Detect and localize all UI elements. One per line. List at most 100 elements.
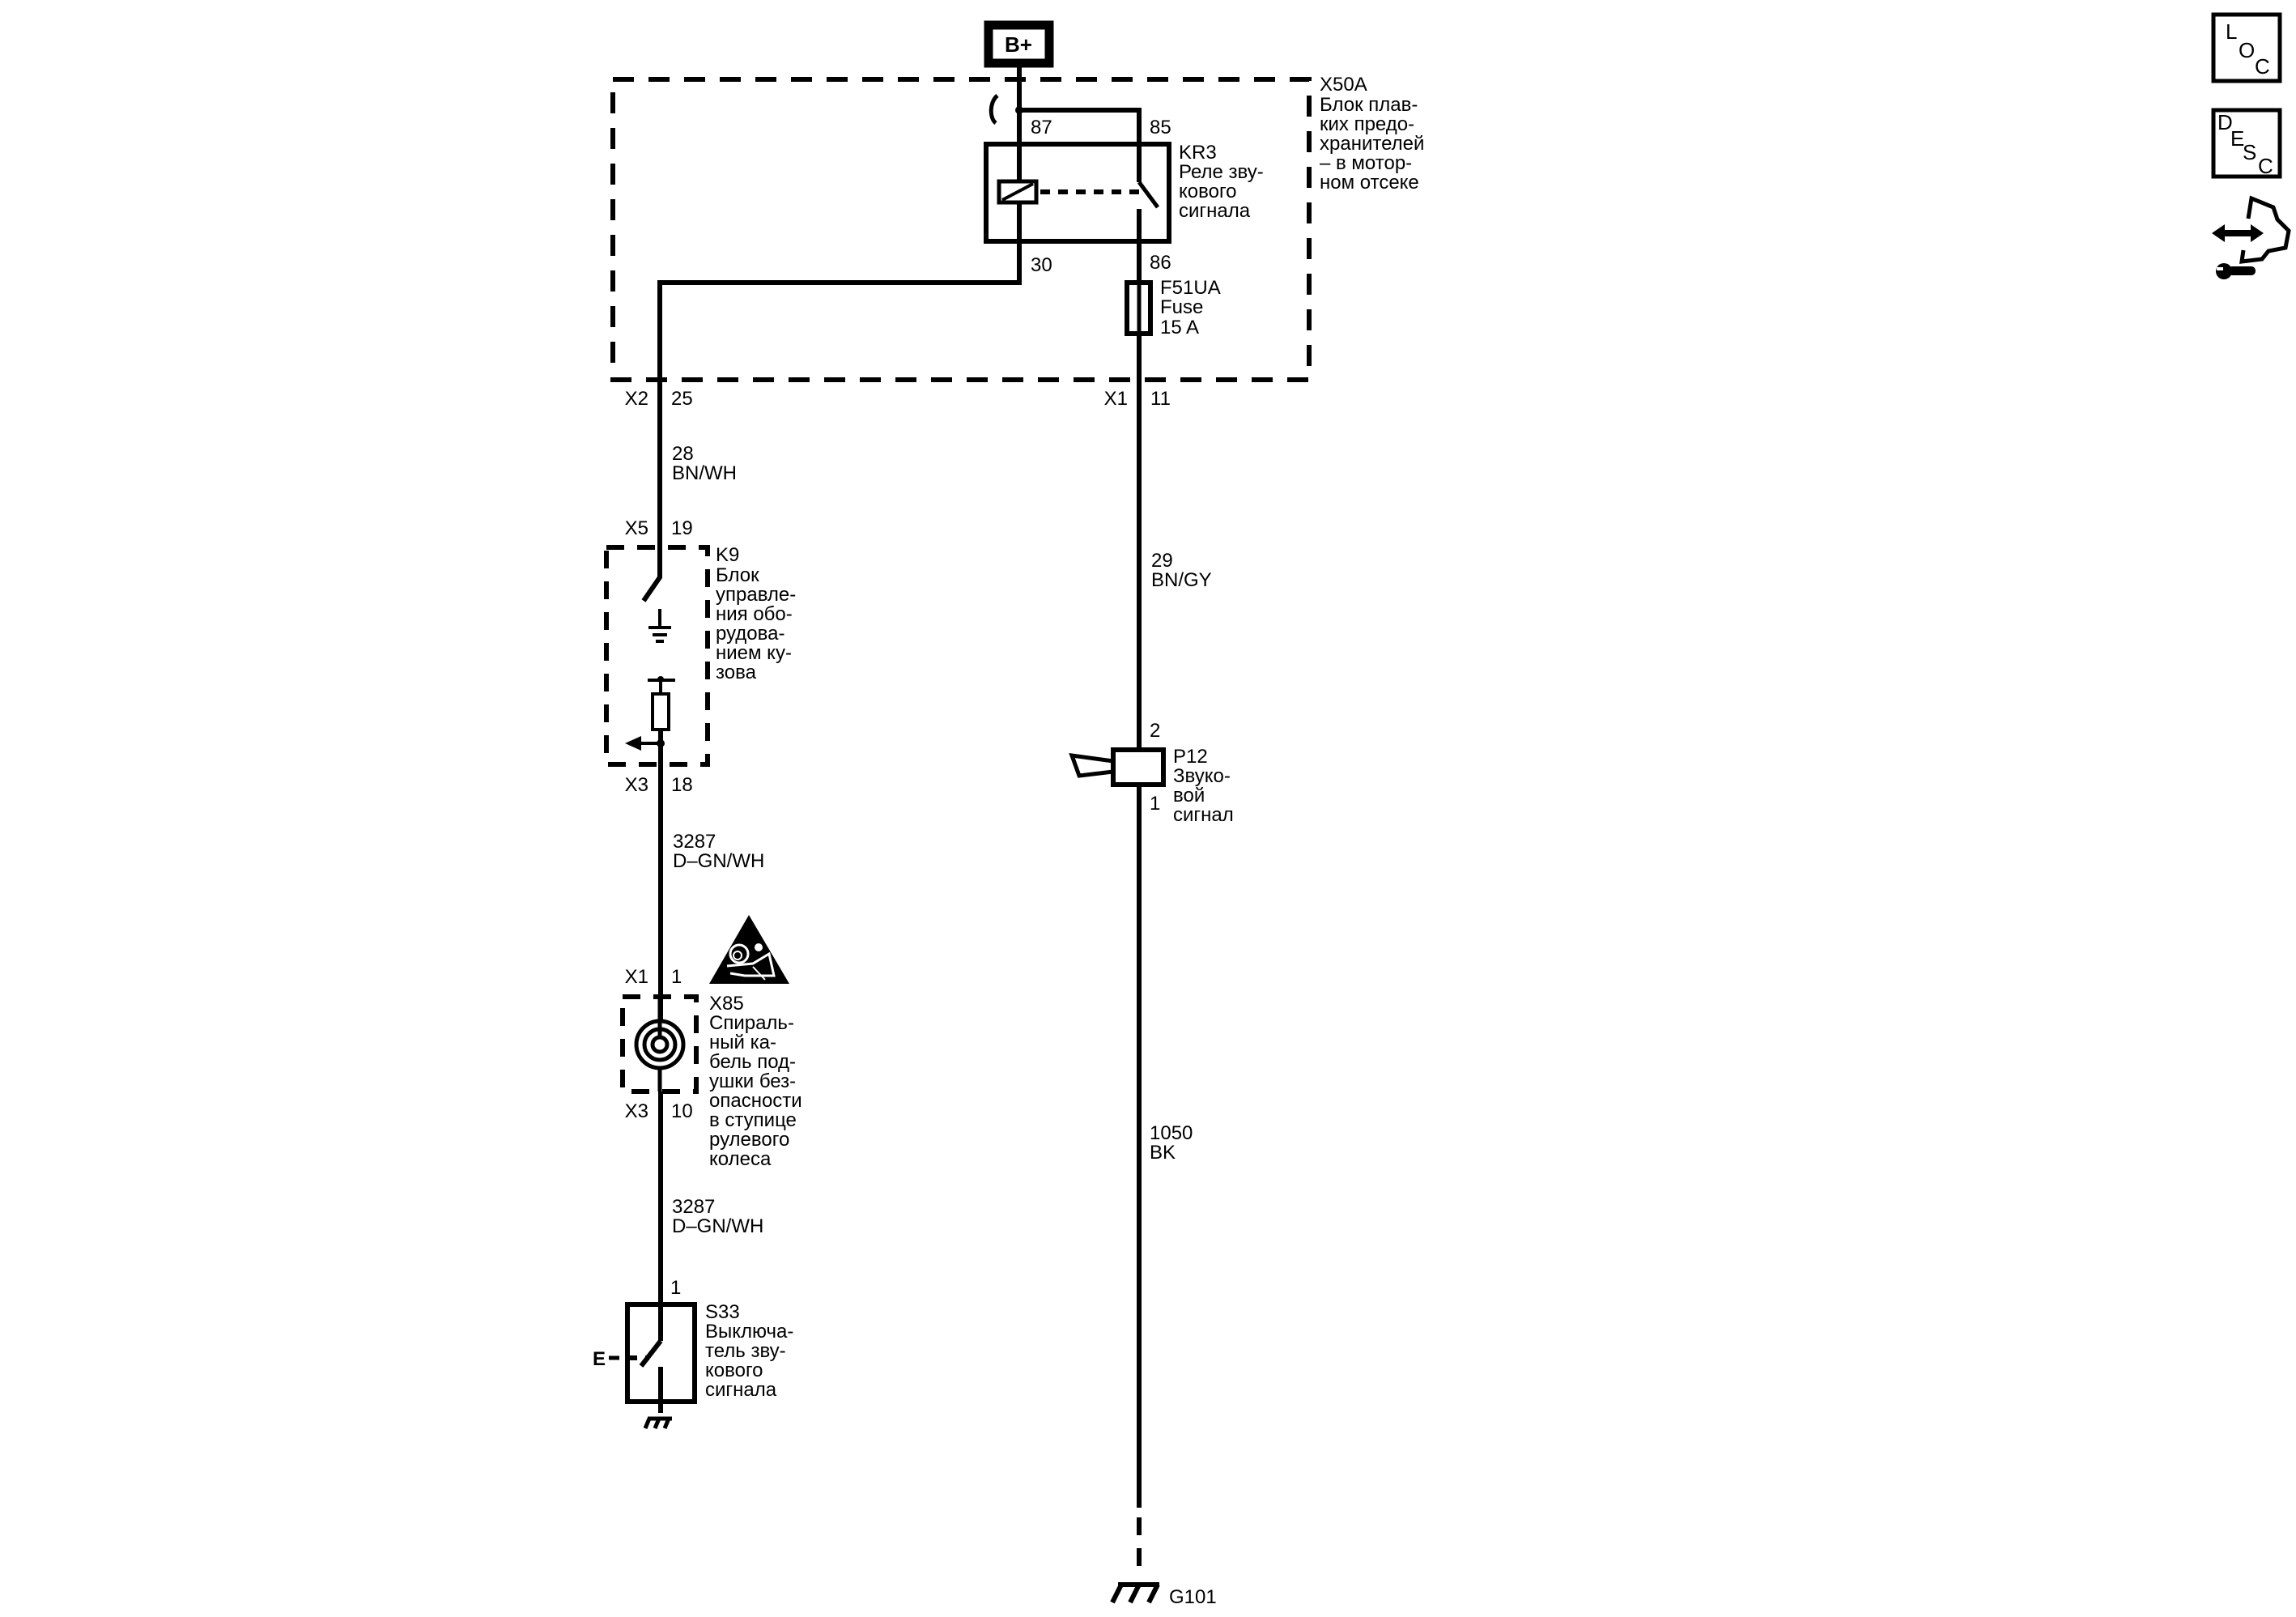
wire-branch-85 [1019,108,1142,182]
svg-text:X3: X3 [625,1100,648,1122]
svg-text:сигнала: сигнала [1179,200,1251,222]
svg-text:X5: X5 [625,517,648,539]
svg-text:кового: кового [1179,181,1237,202]
svg-text:1: 1 [671,966,682,988]
svg-text:1050: 1050 [1150,1122,1193,1144]
kr3-relay[interactable] [984,142,1171,244]
svg-text:18: 18 [671,774,693,796]
arrow-left-icon [625,736,641,751]
svg-text:нием ку-: нием ку- [716,642,792,664]
svg-text:C: C [2255,54,2270,79]
connector-x5-19: X5 19 [625,517,693,539]
ground-g101-icon[interactable] [1110,1582,1160,1604]
x85-ref: X85 [709,993,744,1015]
svg-text:Блок: Блок [716,564,759,586]
pin-86: 86 [1150,252,1171,274]
clockspring-icon[interactable] [634,997,686,1091]
ground-s33-icon [643,1416,672,1429]
svg-text:3287: 3287 [673,831,716,853]
b-plus-label: B+ [1005,32,1032,57]
svg-text:Блок плав-: Блок плав- [1320,94,1418,116]
connector-repair-icon[interactable] [2212,195,2291,279]
svg-text:28: 28 [672,443,694,465]
svg-text:X3: X3 [625,774,648,796]
svg-text:Выключа-: Выключа- [705,1321,793,1343]
wire-crossover-arc [989,94,999,125]
svg-text:опасности: опасности [709,1090,802,1112]
svg-text:F51UA: F51UA [1160,277,1221,299]
pin-1: 1 [1150,793,1160,815]
svg-text:D–GN/WH: D–GN/WH [673,850,764,872]
airbag-warning-icon[interactable] [709,915,789,984]
svg-text:C: C [2258,154,2273,178]
svg-text:X1: X1 [625,966,648,988]
horn-switch-s33[interactable] [625,1302,697,1413]
svg-text:BN/WH: BN/WH [672,462,737,484]
horn-icon [1069,752,1114,778]
svg-text:ном отсеке: ном отсеке [1320,172,1419,194]
p12-label: P12 Звуко- вой сигнал [1173,746,1234,826]
x50a-fuse-block-outline [610,77,1312,382]
svg-text:ния обо-: ния обо- [716,603,793,625]
wire-label-29: 29 BN/GY [1151,550,1212,591]
svg-text:ный ка-: ный ка- [709,1032,776,1053]
svg-text:вой: вой [1173,785,1205,806]
connector-x3-18: X3 18 [625,774,693,796]
wire-label-1050: 1050 BK [1150,1122,1193,1164]
x85-label: X85 Спираль- ный ка- бель под- ушки без-… [709,993,802,1170]
fuse-label: F51UA Fuse 15 A [1160,277,1221,338]
svg-text:тель зву-: тель зву- [705,1340,786,1362]
svg-text:L: L [2226,19,2237,44]
horn-p12[interactable] [1069,747,1166,787]
svg-text:19: 19 [671,517,693,539]
pin-87: 87 [1031,117,1052,138]
b-plus-power-source[interactable]: B+ [984,20,1054,68]
svg-text:управле-: управле- [716,584,796,606]
svg-text:ушки без-: ушки без- [709,1070,796,1092]
svg-text:BK: BK [1150,1142,1176,1164]
p12-pins: 2 1 [1150,720,1160,815]
desc-button[interactable]: D E S C [2211,108,2282,179]
svg-text:D–GN/WH: D–GN/WH [672,1215,763,1237]
svg-text:рудова-: рудова- [716,623,784,645]
connector-x3-10: X3 10 [625,1100,693,1122]
svg-text:Звуко-: Звуко- [1173,765,1231,787]
connector-x1-11: X1 11 [1104,388,1171,410]
svg-text:E: E [2230,126,2244,151]
svg-text:11: 11 [1150,388,1171,410]
svg-text:– в мотор-: – в мотор- [1320,152,1412,174]
svg-text:сигнала: сигнала [705,1379,777,1401]
s33-pin-1: 1 [670,1277,681,1299]
k9-internal-circuit[interactable] [625,551,675,769]
fuse-f51ua[interactable] [1125,280,1153,336]
svg-text:S: S [2243,140,2256,164]
svg-text:O: O [2239,38,2255,62]
kr3-label: KR3 Реле зву- кового сигнала [1179,142,1264,222]
pin-2: 2 [1150,720,1160,742]
k9-module-outline [604,545,710,767]
svg-text:3287: 3287 [672,1196,715,1218]
s33-side-label: E [593,1348,606,1370]
s33-ref: S33 [705,1301,740,1323]
s33-label: S33 Выключа- тель зву- кового сигнала [705,1301,793,1401]
svg-text:BN/GY: BN/GY [1151,569,1212,591]
x50a-label: X50A Блок плав- ких предо- хранителей – … [1320,74,1424,194]
loc-button[interactable]: L O C [2211,12,2282,83]
x50a-ref: X50A [1320,74,1367,96]
pin-85: 85 [1150,117,1171,138]
resistor-icon [651,692,670,731]
svg-text:X1: X1 [1104,388,1128,410]
pin-30: 30 [1031,254,1052,276]
connector-x2-25: X2 25 [625,388,693,410]
p12-ref: P12 [1173,746,1208,768]
relay-switch-contact [1137,181,1160,209]
wire-label-3287-a: 3287 D–GN/WH [673,831,764,872]
svg-text:25: 25 [671,388,693,410]
svg-text:сигнал: сигнал [1173,804,1234,826]
connector-x1-1: X1 1 [625,966,682,988]
svg-text:хранителей: хранителей [1320,133,1424,155]
k9-ref: K9 [716,544,739,566]
svg-text:29: 29 [1151,550,1173,572]
svg-text:кового: кового [705,1360,763,1381]
